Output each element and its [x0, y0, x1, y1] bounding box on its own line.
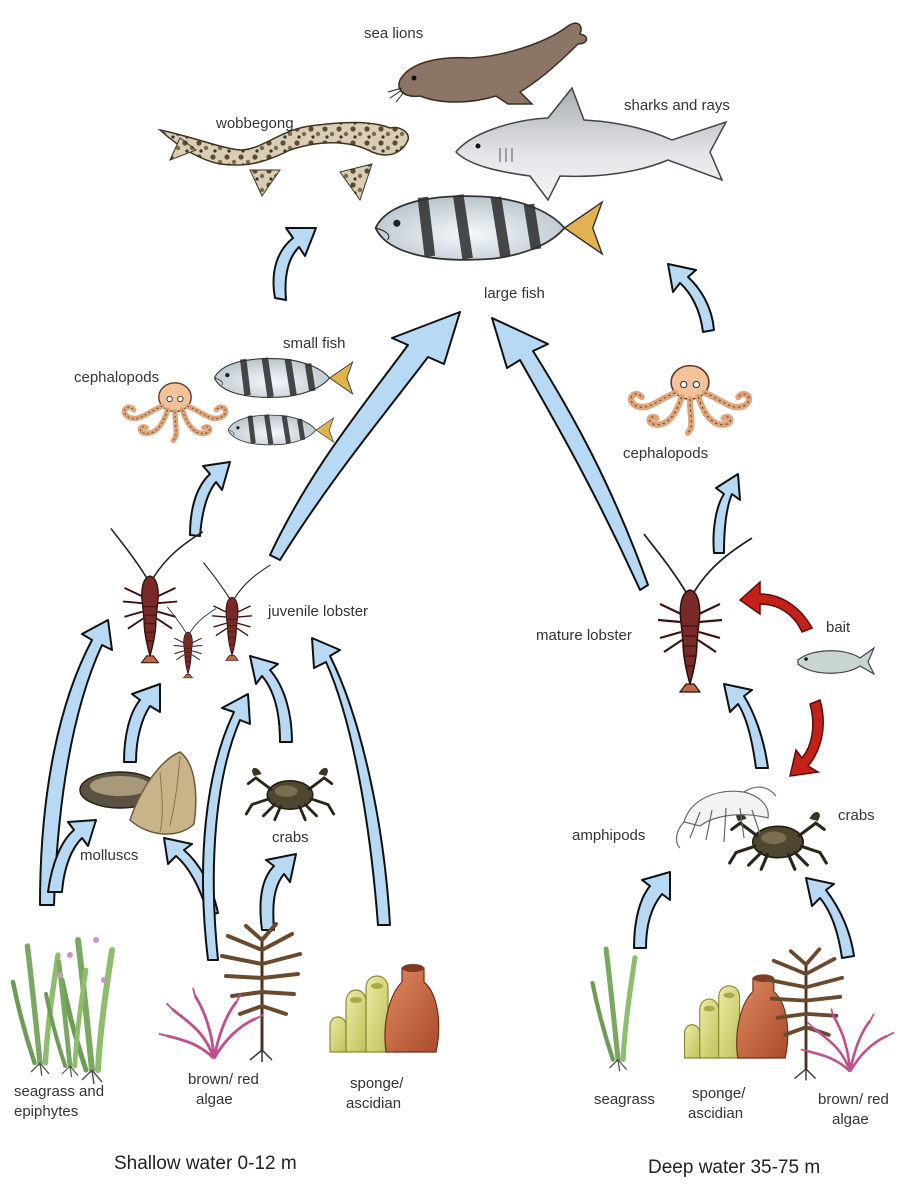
- arrow-algae-to-crabs-right: [805, 877, 855, 959]
- arrow-small-fish-to-wobbegong: [272, 227, 317, 301]
- red-algae-illustration-left: [157, 986, 265, 1060]
- arrow-crabs-to-juvenile-lobster: [249, 655, 293, 743]
- label-sponge-ascidian-left-1: sponge/: [350, 1075, 404, 1092]
- wobbegong-illustration: [157, 121, 409, 202]
- arrow-seagrass-to-juvenile-lobster: [39, 619, 113, 906]
- label-sponge-ascidian-right-2: ascidian: [688, 1105, 744, 1122]
- label-seagrass-and-epiphytes-2: epiphytes: [14, 1103, 79, 1120]
- cephalopod-illustration-right: [631, 366, 749, 433]
- arrow-bait-to-crabs: [789, 698, 824, 777]
- label-amphipods: amphipods: [572, 827, 646, 844]
- arrow-crabs-to-mature-lobster: [723, 683, 769, 769]
- shark-illustration: [455, 86, 728, 202]
- arrow-algae-to-juvenile-lobster: [202, 693, 251, 961]
- small-fish-illustration-2: [228, 415, 334, 445]
- arrow-algae-to-crabs: [259, 853, 297, 931]
- label-crabs-right: crabs: [838, 807, 875, 824]
- bait-arrows: [738, 580, 824, 777]
- arrow-seagrass-to-amphipods: [633, 871, 671, 949]
- label-mature-lobster: mature lobster: [536, 627, 632, 644]
- label-sharks-and-rays: sharks and rays: [624, 97, 730, 114]
- label-sponge-ascidian-right-1: sponge/: [692, 1085, 746, 1102]
- sponge-ascidian-illustration-left: [329, 963, 440, 1053]
- label-brown-red-algae-right-2: algae: [832, 1111, 869, 1128]
- label-brown-red-algae-left-2: algae: [196, 1091, 233, 1108]
- sponge-ascidian-illustration-right: [683, 973, 789, 1059]
- label-juvenile-lobster: juvenile lobster: [268, 603, 369, 620]
- arrow-mature-lobster-to-large-fish: [491, 317, 649, 591]
- label-cephalopods-left: cephalopods: [74, 369, 160, 386]
- amphipod-illustration: [675, 786, 777, 849]
- label-sea-lions: sea lions: [364, 25, 424, 42]
- arrow-seagrass-to-molluscs: [47, 819, 97, 893]
- label-brown-red-algae-left-1: brown/ red: [188, 1071, 259, 1088]
- label-bait: bait: [826, 619, 851, 636]
- label-crabs-left: crabs: [272, 829, 309, 846]
- label-cephalopods-right: cephalopods: [623, 445, 709, 462]
- seagrass-illustration-right: [593, 949, 636, 1071]
- arrow-mature-lobster-to-cephalopods: [712, 473, 741, 554]
- molluscs-illustration: [79, 751, 197, 835]
- arrow-sponge-to-juvenile-lobster: [311, 637, 391, 926]
- large-fish-illustration: [376, 195, 603, 260]
- arrow-molluscs-to-juvenile-lobster: [123, 683, 161, 763]
- arrow-cephalopods-to-large-fish: [667, 263, 715, 333]
- label-large-fish: large fish: [484, 285, 545, 302]
- label-small-fish: small fish: [283, 335, 346, 352]
- sea-lion-illustration: [387, 22, 588, 105]
- crab-illustration-right: [728, 810, 828, 871]
- bait-fish-illustration: [797, 646, 876, 676]
- juvenile-lobster-illustration-2: [202, 561, 272, 662]
- red-algae-illustration-right: [799, 1007, 896, 1073]
- label-seagrass-and-epiphytes-1: seagrass and: [14, 1083, 105, 1100]
- label-brown-red-algae-right-1: brown/ red: [818, 1091, 889, 1108]
- brown-algae-illustration-left: [220, 922, 302, 1064]
- mature-lobster-illustration: [642, 532, 754, 694]
- footer-deep-water: Deep water 35-75 m: [648, 1157, 821, 1178]
- crab-illustration-left: [244, 766, 336, 822]
- arrow-bait-to-mature-lobster: [738, 580, 814, 633]
- arrow-juvenile-lobster-to-small-fish: [189, 461, 231, 537]
- trophic-arrows: [39, 227, 855, 961]
- footer-shallow-water: Shallow water 0-12 m: [114, 1153, 297, 1174]
- seagrass-illustration-left: [13, 937, 112, 1084]
- arrow-juvenile-lobster-to-large-fish: [269, 311, 461, 561]
- small-fish-illustration-1: [214, 358, 352, 398]
- label-seagrass-right: seagrass: [594, 1091, 655, 1108]
- label-sponge-ascidian-left-2: ascidian: [346, 1095, 402, 1112]
- label-molluscs: molluscs: [80, 847, 139, 864]
- cephalopod-illustration-left: [124, 383, 225, 441]
- label-wobbegong: wobbegong: [216, 115, 294, 132]
